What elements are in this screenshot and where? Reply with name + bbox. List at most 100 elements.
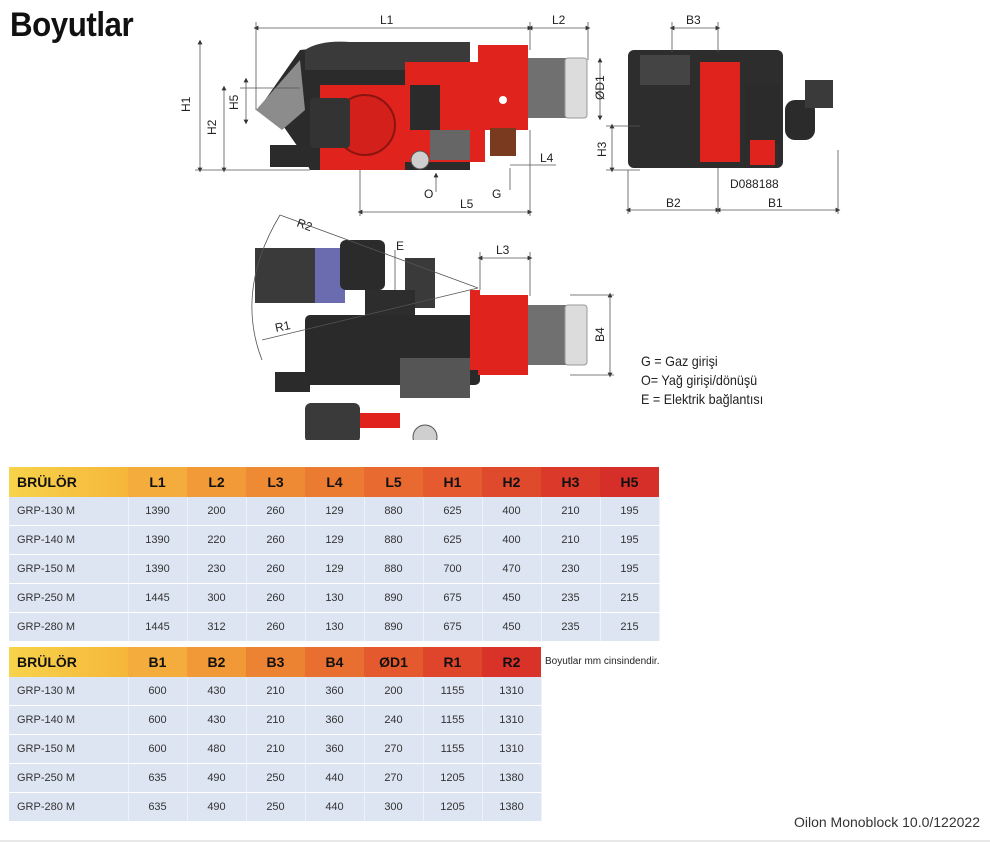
value-cell: 1205	[423, 792, 483, 822]
value-cell: 675	[423, 612, 483, 642]
value-cell: 890	[364, 583, 424, 613]
dim-label-b3: B3	[686, 13, 701, 27]
dim-label-h1: H1	[179, 96, 193, 112]
dim-label-b2: B2	[666, 196, 681, 210]
value-cell: 210	[541, 525, 601, 555]
legend-oil-inlet-return: O= Yağ girişi/dönüşü	[641, 372, 758, 388]
value-cell: 450	[482, 612, 542, 642]
value-cell: 270	[364, 734, 424, 764]
value-cell: 880	[364, 525, 424, 555]
model-cell: GRP-140 M	[9, 525, 129, 555]
column-header-b4: B4	[305, 647, 364, 677]
value-cell: 1390	[128, 497, 188, 526]
value-cell: 312	[187, 612, 247, 642]
top-view-dimensions	[251, 214, 614, 378]
front-view-dimensions	[606, 22, 841, 214]
column-header-l3: L3	[246, 467, 305, 497]
value-cell: 1155	[423, 677, 483, 706]
dim-label-l1: L1	[380, 13, 394, 27]
value-cell: 360	[305, 705, 365, 735]
value-cell: 600	[128, 734, 188, 764]
dim-label-g: G	[492, 187, 501, 201]
value-cell: 440	[305, 792, 365, 822]
value-cell: 1155	[423, 734, 483, 764]
burner-dimension-drawing: L1 L2 H1 H2 H5 ØD1 L5 L4 O G B3 B2 B1 H3…	[179, 13, 841, 440]
value-cell: 1310	[482, 677, 542, 706]
dim-label-b1: B1	[768, 196, 783, 210]
value-cell: 200	[364, 677, 424, 706]
value-cell: 400	[482, 497, 542, 526]
value-cell: 300	[364, 792, 424, 822]
value-cell: 210	[246, 734, 306, 764]
legend-gas-inlet: G = Gaz girişi	[641, 353, 718, 369]
value-cell: 400	[482, 525, 542, 555]
column-header-h2: H2	[482, 467, 541, 497]
value-cell: 430	[187, 677, 247, 706]
front-view	[628, 50, 833, 168]
dim-label-h3: H3	[595, 141, 609, 157]
page-title: Boyutlar	[10, 6, 134, 44]
column-header-l1: L1	[128, 467, 187, 497]
column-header-b2: B2	[187, 647, 246, 677]
column-header-burner: BRÜLÖR	[9, 647, 128, 677]
value-cell: 700	[423, 554, 483, 584]
value-cell: 1155	[423, 705, 483, 735]
dim-label-r1: R1	[274, 318, 292, 335]
value-cell: 270	[364, 763, 424, 793]
column-header-burner: BRÜLÖR	[9, 467, 128, 497]
value-cell: 880	[364, 497, 424, 526]
column-header-l4: L4	[305, 467, 364, 497]
model-cell: GRP-250 M	[9, 583, 129, 613]
value-cell: 880	[364, 554, 424, 584]
model-cell: GRP-140 M	[9, 705, 129, 735]
side-view	[256, 41, 588, 170]
value-cell: 240	[364, 705, 424, 735]
dim-label-b4: B4	[593, 327, 607, 342]
value-cell: 195	[600, 525, 660, 555]
connection-legend: G = Gaz girişi O= Yağ girişi/dönüşü E = …	[641, 352, 763, 409]
value-cell: 470	[482, 554, 542, 584]
value-cell: 1310	[482, 734, 542, 764]
value-cell: 235	[541, 583, 601, 613]
model-cell: GRP-130 M	[9, 497, 129, 526]
value-cell: 129	[305, 554, 365, 584]
column-header-h1: H1	[423, 467, 482, 497]
value-cell: 215	[600, 583, 660, 613]
column-header-h5: H5	[600, 467, 659, 497]
value-cell: 430	[187, 705, 247, 735]
model-cell: GRP-150 M	[9, 734, 129, 764]
value-cell: 1380	[482, 792, 542, 822]
value-cell: 220	[187, 525, 247, 555]
dim-label-o: O	[424, 187, 433, 201]
value-cell: 635	[128, 792, 188, 822]
value-cell: 129	[305, 497, 365, 526]
value-cell: 230	[541, 554, 601, 584]
value-cell: 195	[600, 497, 660, 526]
dim-label-r2: R2	[295, 216, 315, 235]
value-cell: 890	[364, 612, 424, 642]
value-cell: 210	[246, 705, 306, 735]
value-cell: 200	[187, 497, 247, 526]
value-cell: 210	[541, 497, 601, 526]
value-cell: 1205	[423, 763, 483, 793]
footer-version: Oilon Monoblock 10.0/122022	[793, 814, 980, 830]
value-cell: 450	[482, 583, 542, 613]
value-cell: 130	[305, 612, 365, 642]
value-cell: 260	[246, 612, 306, 642]
column-header-l2: L2	[187, 467, 246, 497]
value-cell: 480	[187, 734, 247, 764]
value-cell: 250	[246, 792, 306, 822]
model-cell: GRP-280 M	[9, 612, 129, 642]
value-cell: 1445	[128, 612, 188, 642]
value-cell: 1310	[482, 705, 542, 735]
value-cell: 210	[246, 677, 306, 706]
model-cell: GRP-150 M	[9, 554, 129, 584]
dim-label-e: E	[396, 239, 404, 253]
